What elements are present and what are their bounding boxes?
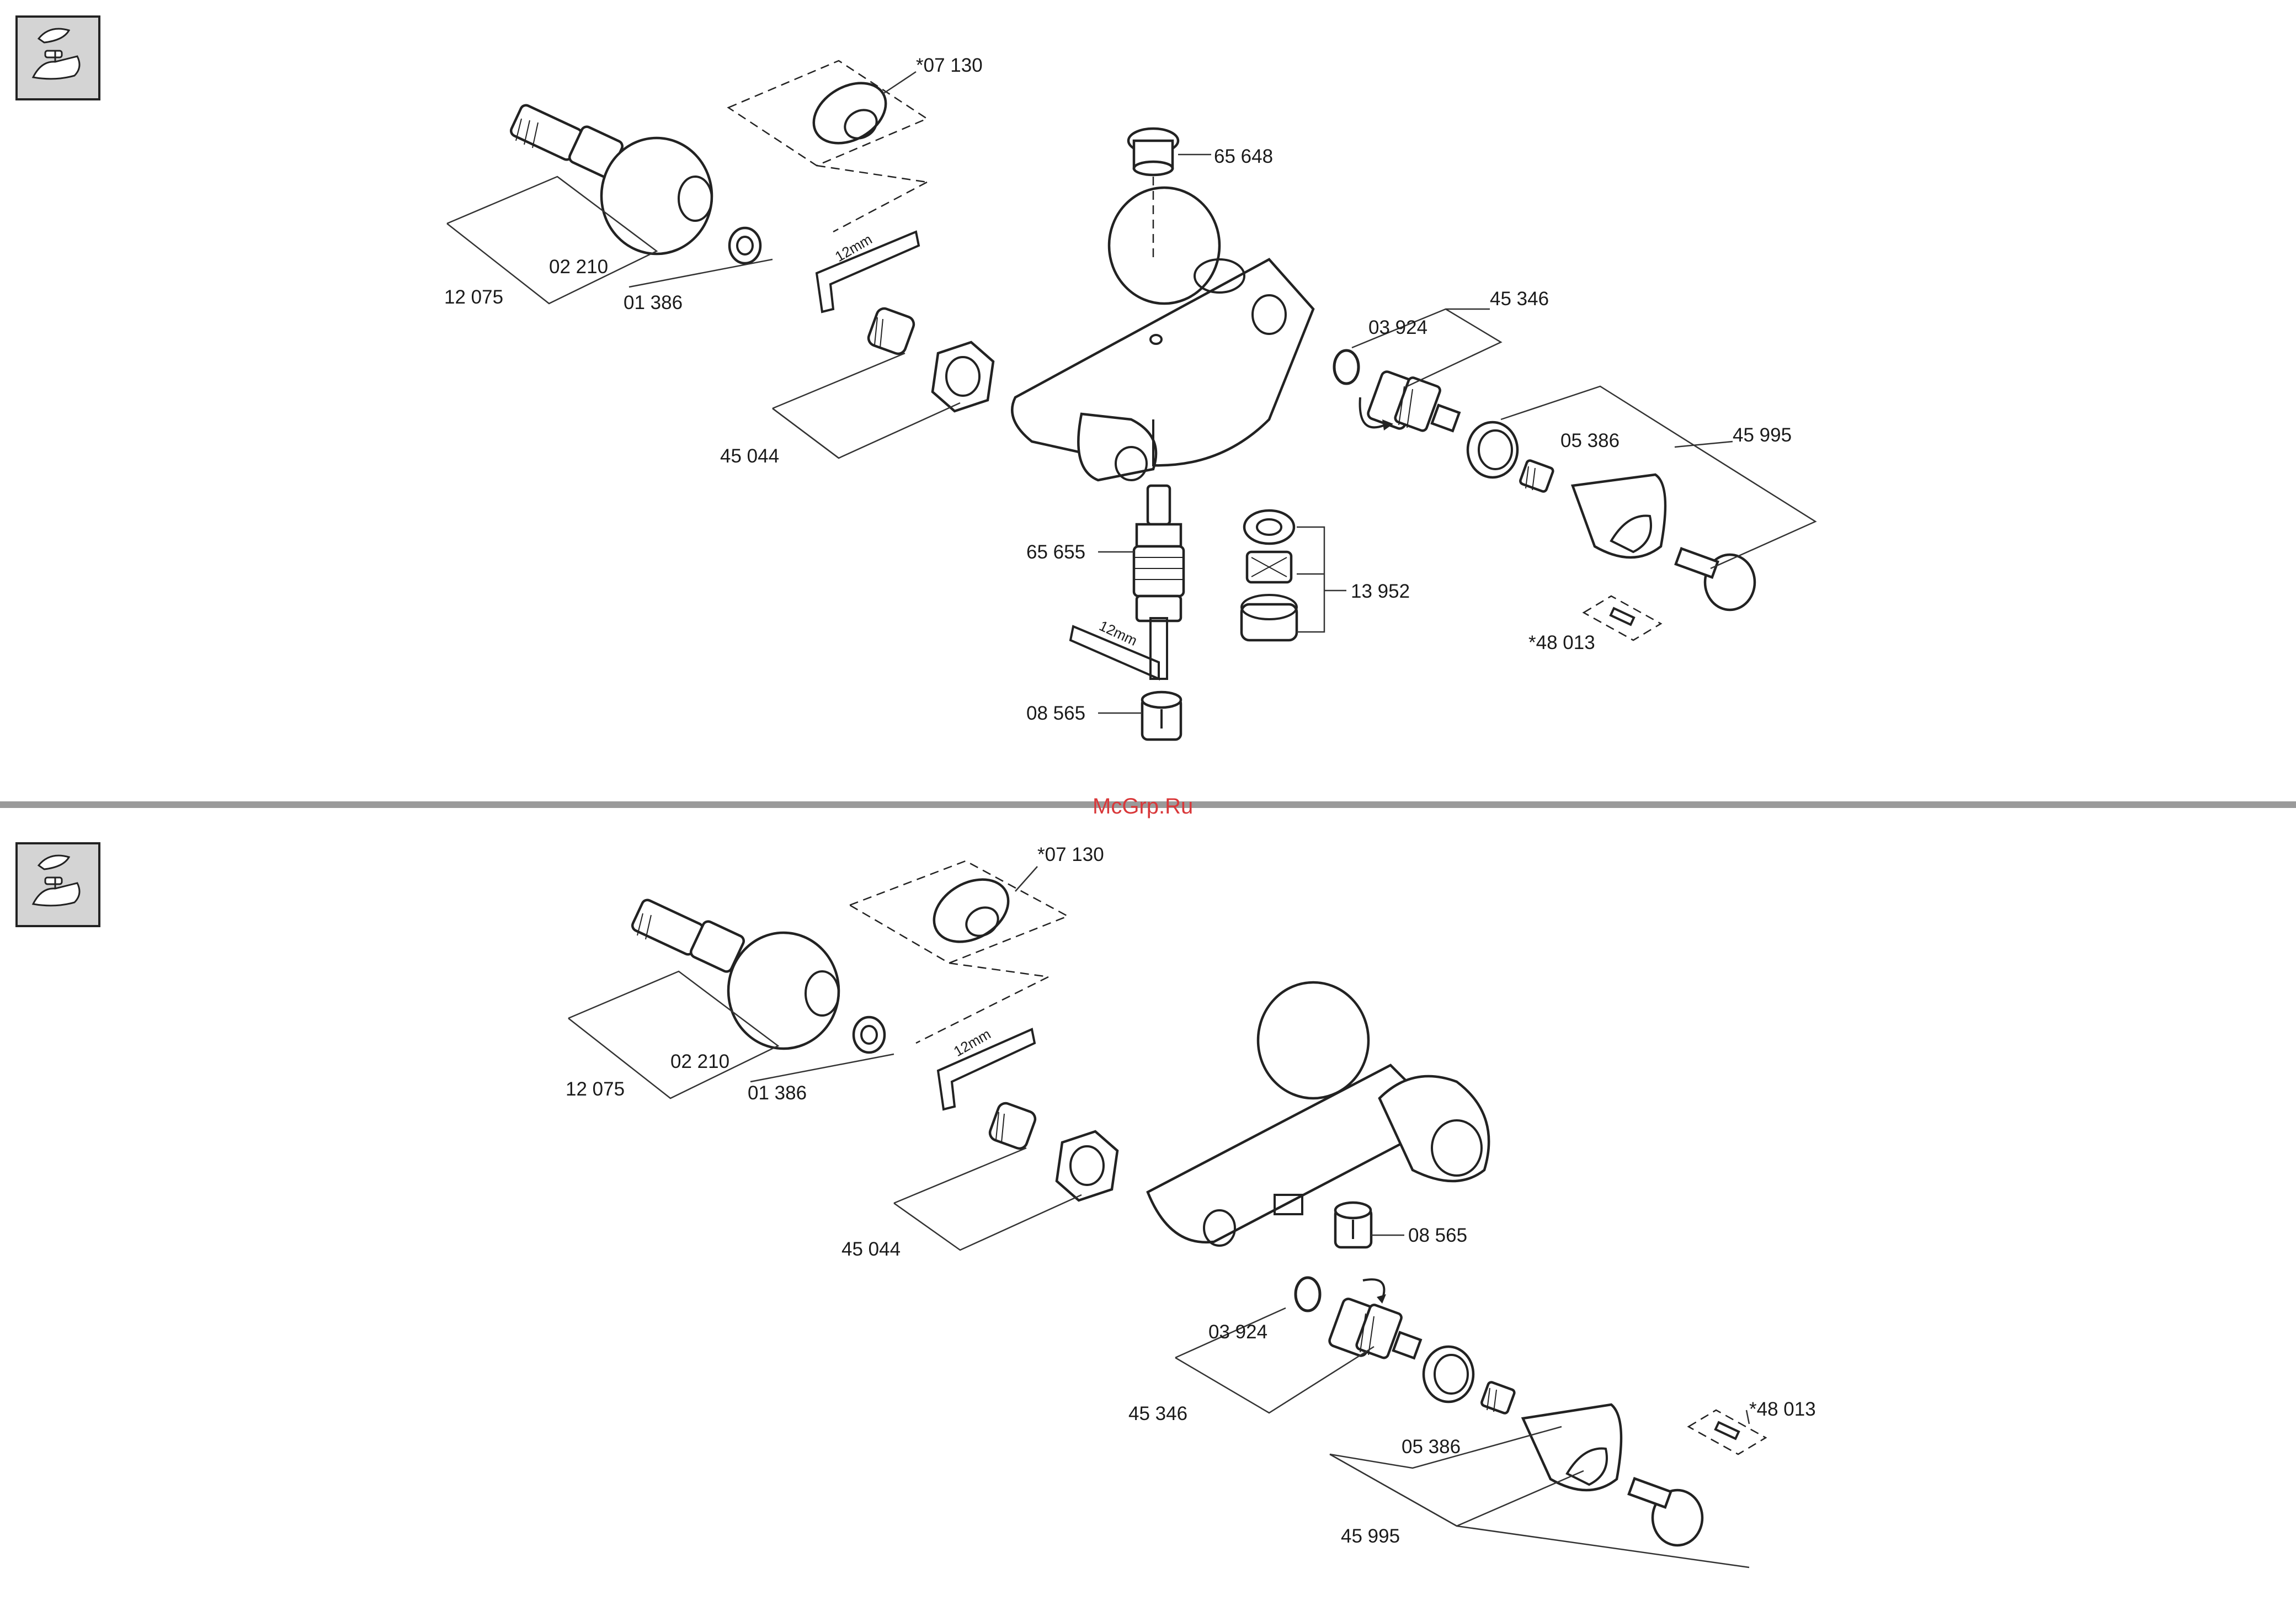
handle	[1573, 475, 1665, 557]
part-label-screw-set: *48 013	[1528, 632, 1595, 653]
part-label-o-ring: 03 924	[1208, 1321, 1267, 1343]
part-label-s-union: 12 075	[444, 286, 503, 308]
shower-mixer-body	[1148, 982, 1489, 1246]
wrench-size-label: 12mm	[832, 231, 875, 265]
part-label-o-ring: 03 924	[1368, 317, 1427, 338]
part-label-diverter: 65 655	[1026, 541, 1085, 563]
lever-faucet-icon	[17, 17, 99, 99]
rosette	[728, 933, 839, 1049]
s-union	[631, 898, 745, 973]
part-label-extension: *07 130	[1037, 844, 1104, 865]
watermark: McGrp.Ru	[1093, 794, 1193, 818]
o-ring	[1296, 1278, 1320, 1311]
nut-set	[866, 306, 993, 411]
part-label-check-valve: 08 565	[1026, 703, 1085, 724]
indicator-cap	[1629, 1479, 1702, 1545]
part-label-screw-set: *48 013	[1749, 1399, 1816, 1420]
indicator-cap	[1676, 549, 1755, 610]
shower-mixer-exploded-view: *07 130 12mm	[566, 844, 1816, 1567]
bath-mixer-exploded-view: *07 130 12mm	[444, 55, 1815, 740]
adapter-ring	[1424, 1347, 1515, 1414]
washer	[854, 1017, 885, 1052]
part-label-handle: 45 995	[1341, 1525, 1400, 1547]
washer	[729, 228, 760, 263]
part-label-cap: 65 648	[1214, 146, 1273, 167]
wrench-tool: 12mm	[1070, 617, 1167, 679]
part-label-rosette: 02 210	[670, 1051, 729, 1072]
part-label-check-valve: 08 565	[1408, 1225, 1467, 1246]
aerator-set	[1242, 511, 1346, 640]
wrench-tool: 12mm	[938, 1025, 1035, 1109]
part-label-s-union: 12 075	[566, 1078, 625, 1100]
check-valve	[1098, 692, 1181, 740]
part-label-washer: 01 386	[624, 292, 683, 313]
nut-set	[988, 1101, 1117, 1200]
part-label-extension: *07 130	[916, 55, 983, 76]
headpart-cartridge	[1328, 1279, 1421, 1359]
lever-faucet-icon	[17, 843, 99, 926]
part-label-adapter: 05 386	[1560, 430, 1620, 451]
extension-piece	[850, 861, 1068, 1043]
part-label-aerator-set: 13 952	[1351, 581, 1410, 602]
part-label-handle: 45 995	[1733, 424, 1792, 446]
part-label-rosette: 02 210	[549, 256, 608, 278]
part-label-adapter: 05 386	[1402, 1436, 1461, 1458]
rosette	[601, 138, 712, 254]
o-ring	[1334, 350, 1359, 384]
extension-piece	[728, 61, 927, 232]
check-valve	[1335, 1203, 1404, 1247]
handle	[1523, 1405, 1621, 1490]
part-label-washer: 01 386	[748, 1082, 807, 1104]
s-union	[509, 103, 624, 178]
part-label-nut-set: 45 044	[841, 1238, 901, 1260]
screw-set	[1584, 596, 1661, 640]
bath-mixer-body	[1012, 188, 1313, 480]
adapter-ring	[1468, 422, 1554, 492]
part-label-headpart: 45 346	[1128, 1403, 1187, 1424]
part-label-headpart: 45 346	[1490, 288, 1549, 310]
diverter-cartridge	[1098, 486, 1184, 621]
part-label-nut-set: 45 044	[720, 445, 779, 467]
wrench-tool: 12mm	[817, 231, 919, 312]
headpart-cartridge	[1360, 370, 1459, 432]
